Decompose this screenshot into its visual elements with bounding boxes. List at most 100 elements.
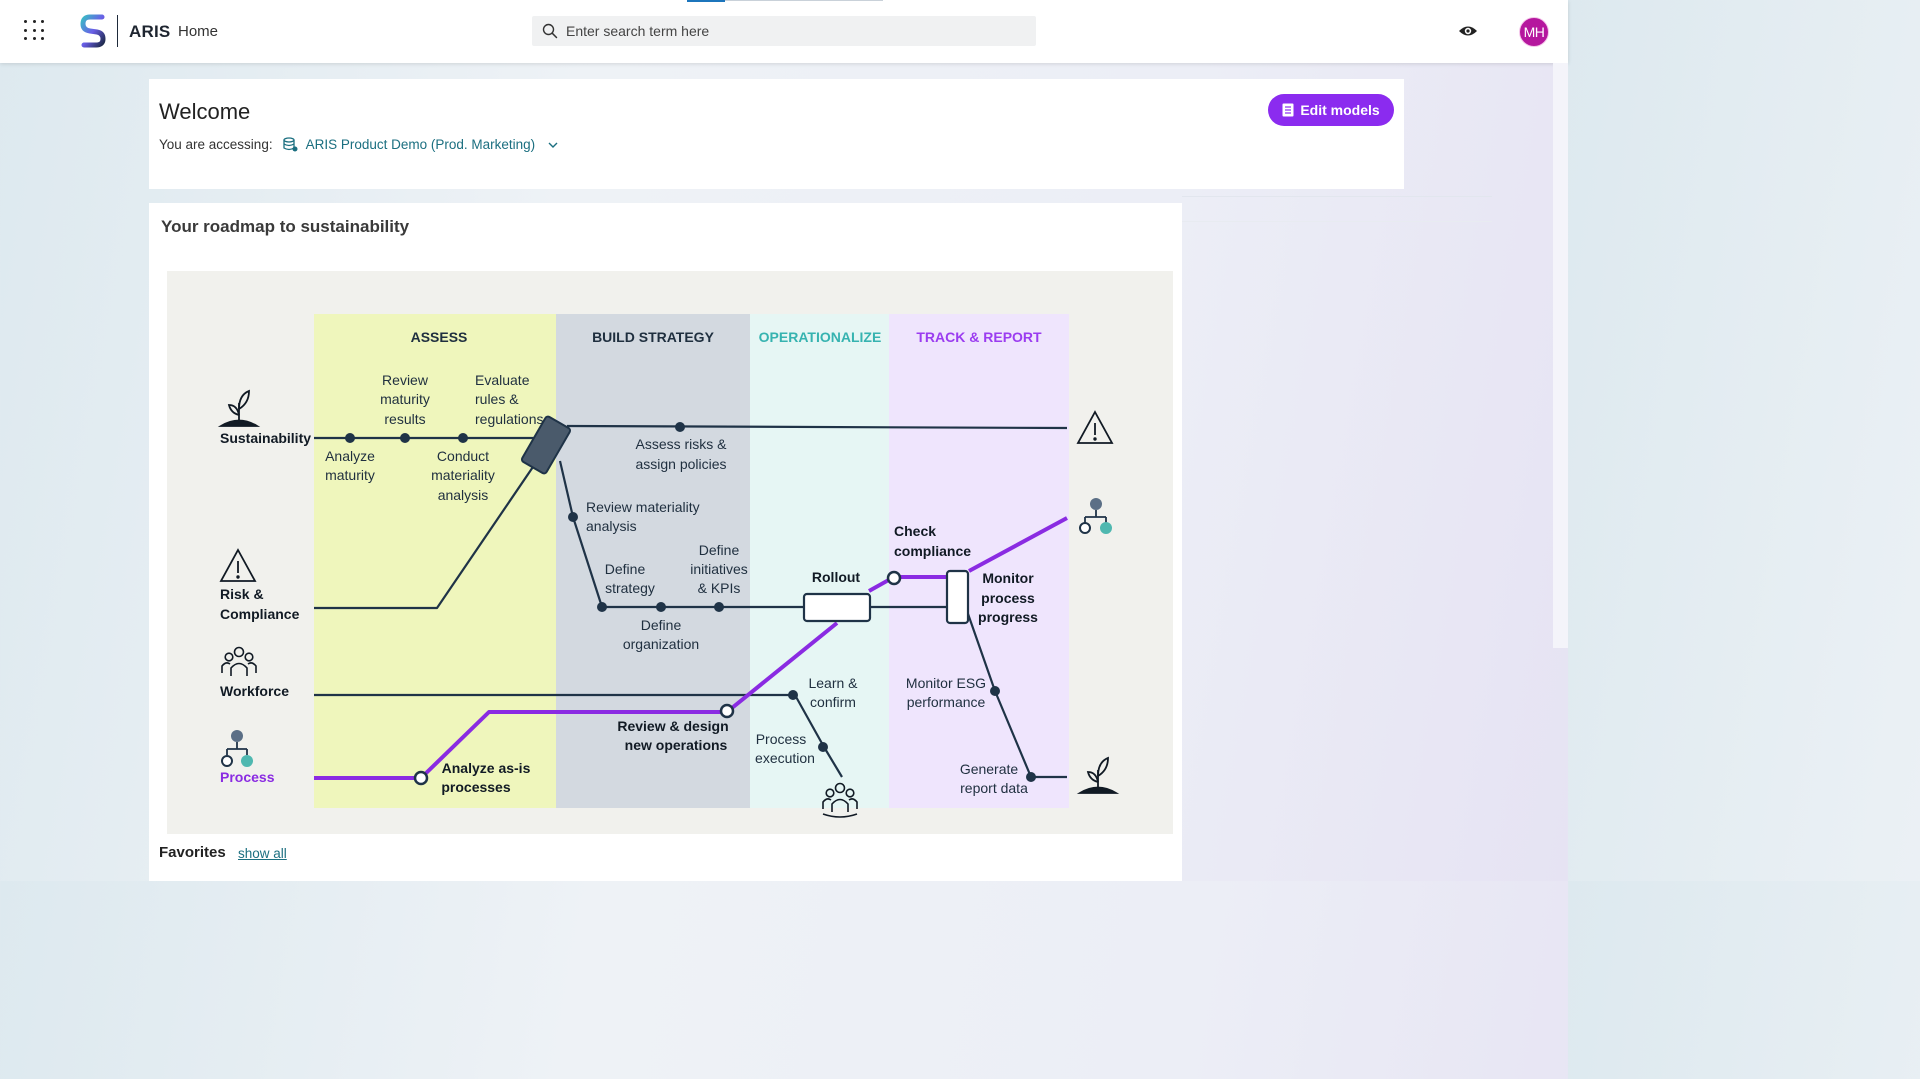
warning-icon (219, 548, 257, 582)
database-link[interactable]: ARIS Product Demo (Prod. Marketing) (305, 137, 536, 152)
roadmap-card: Your roadmap to sustainability ASSESS BU… (149, 203, 1182, 881)
lane-label-risk: Compliance (220, 606, 300, 622)
step-label: materiality (431, 467, 495, 483)
step-label: Learn & (808, 675, 858, 691)
process-icon (1079, 498, 1112, 534)
lane-label-sustainability: Sustainability (220, 430, 311, 446)
strategy-junction (520, 415, 572, 475)
tab-strip (725, 0, 883, 1)
track-strategy (558, 460, 807, 609)
lane-label-workforce: Workforce (220, 683, 289, 699)
step-dot (714, 602, 724, 612)
step-label: Review (382, 372, 429, 388)
roadmap-diagram: ASSESS BUILD STRATEGY OPERATIONALIZE TRA… (167, 271, 1173, 834)
step-dot (400, 433, 410, 443)
step-label: Analyze (325, 448, 375, 464)
step-ring (719, 703, 735, 719)
step-label: execution (755, 750, 815, 766)
warning-icon (1076, 410, 1114, 444)
step-label: progress (978, 609, 1038, 625)
database-icon (282, 137, 298, 152)
welcome-title: Welcome (159, 99, 251, 124)
step-dot (1026, 772, 1036, 782)
step-ring (413, 770, 429, 786)
step-label: & KPIs (698, 580, 741, 596)
step-label: report data (960, 780, 1028, 796)
step-label: Generate (960, 761, 1019, 777)
step-label: Monitor (982, 570, 1034, 586)
step-label: regulations (475, 411, 544, 427)
track-process (314, 621, 839, 780)
step-label: Define (699, 542, 740, 558)
search-input[interactable] (566, 23, 1006, 39)
step-label: assign policies (635, 456, 726, 472)
step-label: Assess risks & (635, 436, 727, 452)
document-icon (1282, 103, 1294, 117)
brand-name: ARIS (129, 22, 171, 41)
apps-grid-icon[interactable] (24, 20, 46, 42)
step-label: Process (756, 731, 807, 747)
step-dot (788, 690, 798, 700)
step-label: Check (894, 523, 936, 539)
divider (1182, 196, 1492, 197)
active-tab-indicator (687, 0, 725, 2)
step-dot (458, 433, 468, 443)
database-selector: You are accessing: ARIS Product Demo (Pr… (159, 137, 559, 152)
eye-icon[interactable] (1458, 22, 1478, 40)
rollout-box (802, 592, 872, 623)
step-dot (675, 422, 685, 432)
step-label: Monitor ESG (906, 675, 986, 691)
chevron-down-icon[interactable] (547, 139, 559, 151)
page-title: Home (178, 23, 219, 40)
accessing-label: You are accessing: (159, 137, 273, 152)
aris-logo[interactable] (80, 14, 108, 48)
edit-models-label: Edit models (1300, 102, 1380, 118)
step-dot (568, 512, 578, 522)
step-label: Review materiality (586, 499, 700, 515)
step-label: initiatives (690, 561, 748, 577)
step-label: analysis (586, 518, 637, 534)
step-label: maturity (380, 391, 430, 407)
step-label: process (981, 590, 1035, 606)
step-dot (597, 602, 607, 612)
step-label: confirm (810, 694, 856, 710)
search-icon (542, 23, 558, 39)
step-label: Review & design (617, 718, 728, 734)
track-risk (314, 460, 538, 610)
process-icon (221, 730, 253, 767)
step-label: Conduct (437, 448, 489, 464)
step-label: rules & (475, 391, 519, 407)
plant-icon (1076, 756, 1120, 794)
step-label: performance (907, 694, 986, 710)
step-label: new operations (625, 737, 728, 753)
step-dot (345, 433, 355, 443)
top-bar: ARIS Home MH (0, 0, 1568, 63)
step-label: maturity (325, 467, 375, 483)
lane-label-risk: Risk & (220, 586, 264, 602)
search-bar[interactable] (532, 16, 1036, 46)
side-panel-edge (1553, 63, 1568, 648)
welcome-card: Welcome You are accessing: ARIS Product … (149, 79, 1404, 189)
step-label: Evaluate (475, 372, 530, 388)
logo-divider (117, 15, 118, 47)
step-dot (818, 742, 828, 752)
workforce-icon (822, 782, 858, 818)
phase-label: OPERATIONALIZE (759, 329, 882, 345)
user-avatar[interactable]: MH (1519, 17, 1549, 47)
monitor-box (945, 569, 970, 625)
phase-track-report (889, 314, 1069, 808)
show-all-link[interactable]: show all (238, 846, 287, 861)
step-label: analysis (438, 487, 489, 503)
step-dot (656, 602, 666, 612)
step-dot (990, 686, 1000, 696)
step-label: results (384, 411, 425, 427)
phase-assess (314, 314, 556, 808)
step-label: compliance (894, 543, 971, 559)
step-label: strategy (605, 580, 655, 596)
track-monitor (965, 610, 1067, 779)
roadmap-title: Your roadmap to sustainability (161, 217, 410, 236)
step-label: Define (641, 617, 682, 633)
edit-models-button[interactable]: Edit models (1268, 94, 1394, 126)
divider (1182, 221, 1492, 222)
step-label: organization (623, 636, 699, 652)
